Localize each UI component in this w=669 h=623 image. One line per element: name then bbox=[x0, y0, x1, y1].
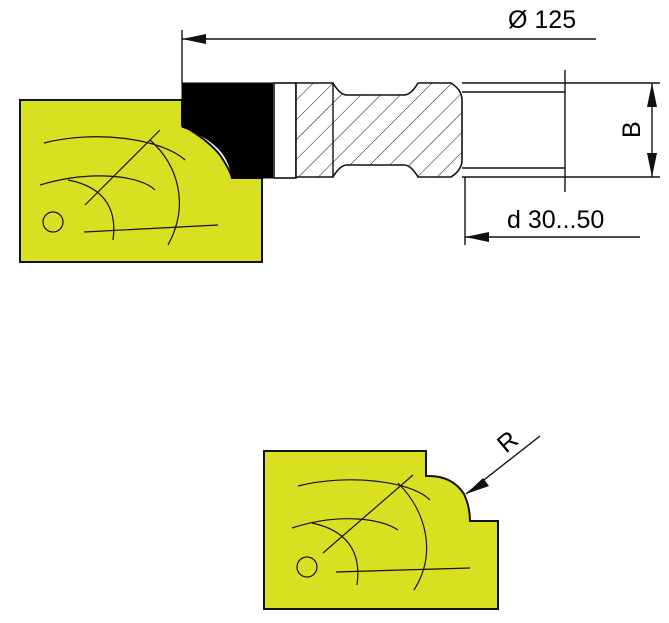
bottom-workpiece-grain bbox=[291, 474, 471, 591]
top-assembly: Ø 125 B d 30...50 bbox=[19, 6, 660, 263]
radius-label: R bbox=[492, 426, 524, 459]
width-label: B bbox=[618, 121, 646, 138]
cutter-body bbox=[273, 82, 463, 179]
bottom-knot bbox=[296, 556, 318, 578]
bore-dimension: d 30...50 bbox=[464, 177, 640, 245]
cutter-knife bbox=[181, 82, 275, 179]
bore-lines bbox=[462, 70, 660, 192]
diameter-label: Ø 125 bbox=[508, 6, 576, 34]
radius-dimension: R bbox=[465, 426, 541, 495]
top-workpiece-grain bbox=[39, 129, 219, 246]
bottom-workpiece bbox=[263, 450, 499, 610]
bottom-workpiece-figure: R bbox=[263, 426, 541, 610]
width-dimension: B bbox=[618, 83, 657, 177]
top-knot bbox=[42, 211, 64, 233]
bore-label: d 30...50 bbox=[507, 206, 604, 234]
diameter-dimension: Ø 125 bbox=[181, 6, 596, 83]
